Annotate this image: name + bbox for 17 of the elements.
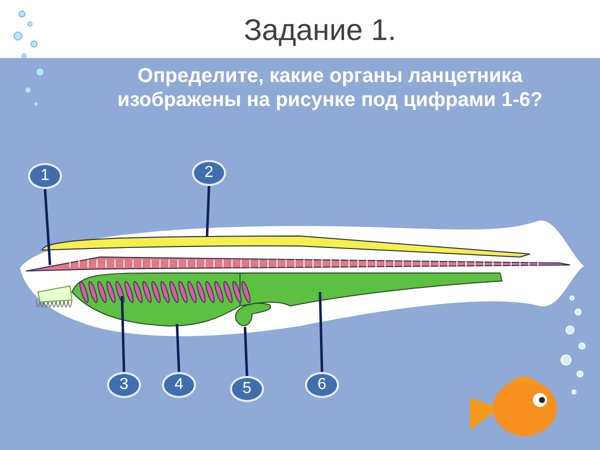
neural-tube	[42, 236, 530, 258]
gill-slits	[79, 281, 251, 303]
leader-line	[244, 326, 248, 376]
liver-outgrowth	[235, 302, 272, 326]
callout-number: 3	[107, 372, 141, 398]
leader-line	[44, 188, 52, 266]
notochord-drawing	[26, 256, 570, 272]
callout-number: 6	[305, 372, 339, 398]
slide-title: Задание 1.	[242, 14, 398, 48]
leader-line	[318, 292, 324, 372]
callout-number: 5	[230, 376, 264, 402]
question-text: Определите, какие органы ланцетника изображены на рисунке под цифрами 1-6?	[116, 64, 544, 112]
callout-number: 4	[162, 372, 196, 398]
callout-number: 1	[28, 163, 62, 189]
callout-number: 2	[192, 160, 226, 186]
leader-line	[206, 186, 210, 238]
leader-line	[176, 324, 180, 372]
